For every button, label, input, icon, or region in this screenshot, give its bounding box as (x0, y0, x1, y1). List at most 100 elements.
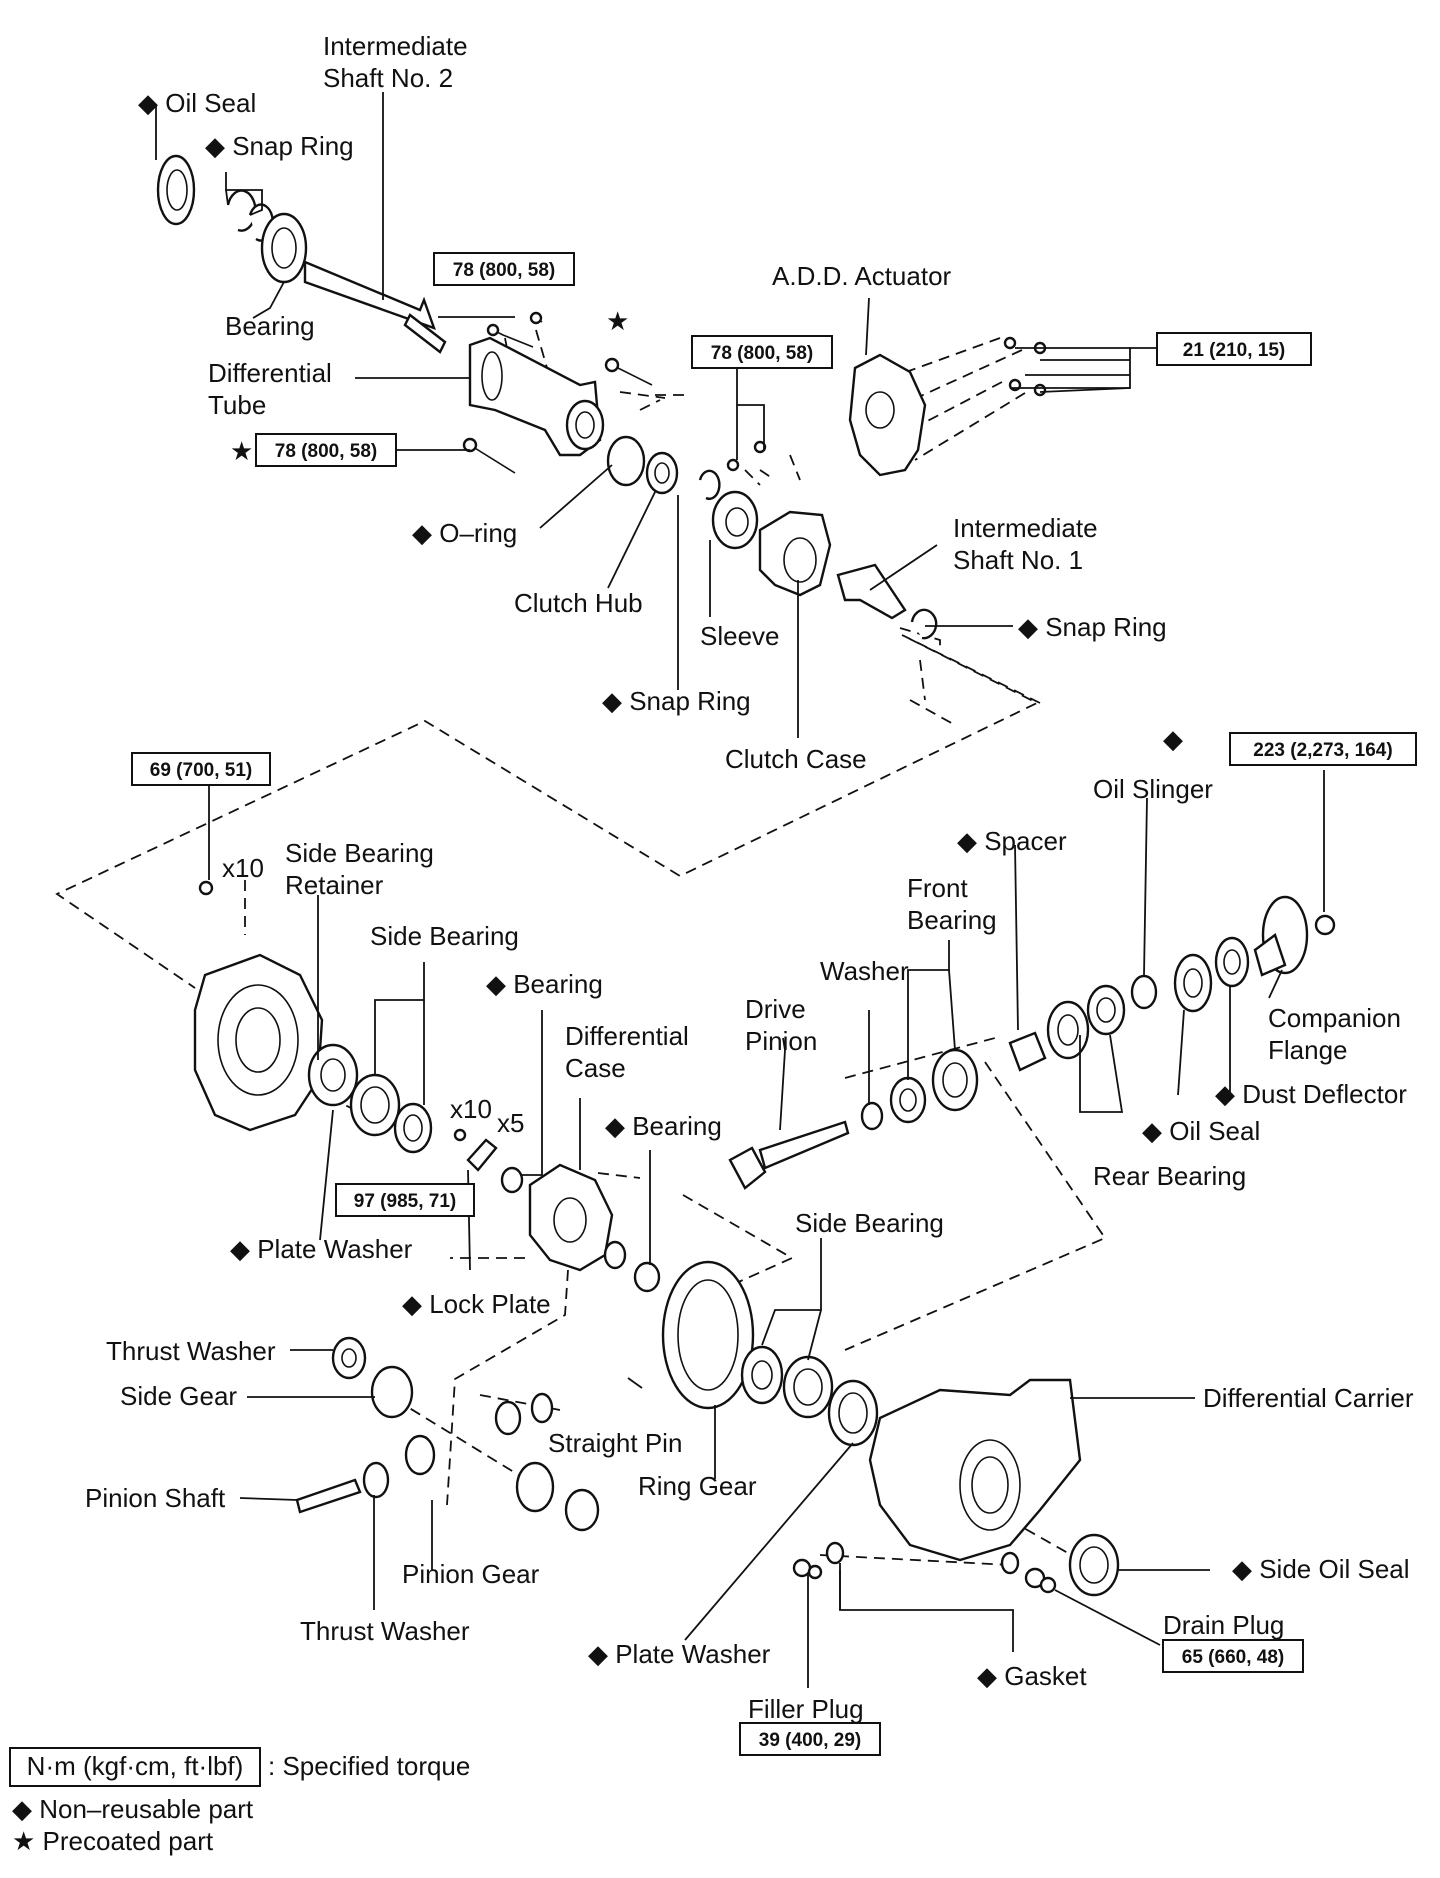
filler-plug-label: Filler Plug (748, 1694, 864, 1724)
legend-precoated: ★ Precoated part (12, 1826, 214, 1856)
torque-lock-plate-bolt-value: 97 (985, 71) (354, 1191, 456, 1212)
side-oil-seal-part (1068, 1533, 1120, 1597)
intermediate-shaft-1-label-line2: Shaft No. 1 (953, 545, 1083, 575)
spacer-part (1008, 1031, 1047, 1072)
bearing-top-label: Bearing (225, 311, 315, 341)
torque-retainer-bolt-value: 69 (700, 51) (150, 760, 252, 781)
side-bearing-retainer-label-line1: Side Bearing (285, 838, 434, 868)
snap-ring-right-label: ◆ Snap Ring (1018, 612, 1167, 642)
bearing-mid-label: ◆ Bearing (486, 969, 603, 999)
intermediate-shaft-2-label-line2: Shaft No. 2 (323, 63, 453, 93)
companion-flange-label-line1: Companion (1268, 1003, 1401, 1033)
side-bearing-lower-label: Side Bearing (795, 1208, 944, 1238)
straight-pin-label: Straight Pin (548, 1428, 682, 1458)
torque-box-tube-bolt-precoated: 78 (800, 58) (255, 433, 397, 467)
sleeve-label: Sleeve (700, 621, 780, 651)
non-reusable-diamond-icon: ◆ (1163, 724, 1183, 754)
plate-washer-bottom-part (827, 1379, 879, 1447)
washer-part (860, 1101, 884, 1131)
gasket-label: ◆ Gasket (977, 1661, 1087, 1691)
side-bearing-lower-part (740, 1345, 834, 1419)
drain-plug-part (1024, 1567, 1057, 1594)
sleeve-part (711, 490, 759, 550)
side-oil-seal-label: ◆ Side Oil Seal (1232, 1554, 1410, 1584)
rear-bearing-part (1046, 984, 1126, 1060)
legend-torque-desc: : Specified torque (268, 1751, 470, 1781)
o-ring-part (606, 435, 646, 487)
legend: N·m (kgf·cm, ft·lbf) : Specified torque … (9, 1747, 470, 1856)
front-bearing-label-line2: Bearing (907, 905, 997, 935)
qty-x5-label: x5 (497, 1108, 524, 1138)
plate-washer-left-label: ◆ Plate Washer (230, 1234, 413, 1264)
washer-label: Washer (820, 956, 909, 986)
gasket-part (1000, 1551, 1020, 1575)
differential-tube-label-line2: Tube (208, 390, 266, 420)
bearing-case-label: ◆ Bearing (605, 1111, 722, 1141)
torque-drain-plug-value: 65 (660, 48) (1182, 1647, 1284, 1668)
differential-tube-part (468, 336, 605, 457)
side-bearing-upper-part (349, 1073, 433, 1154)
oil-seal-right-label: ◆ Oil Seal (1142, 1116, 1260, 1146)
spacer-label: ◆ Spacer (957, 826, 1067, 856)
legend-non-reusable: ◆ Non–reusable part (12, 1794, 254, 1824)
bearing-case-part (633, 1261, 661, 1293)
o-ring-label: ◆ O–ring (412, 518, 517, 548)
torque-boxes: 78 (800, 58) 78 (800, 58) 78 (800, 58) 2… (131, 252, 1417, 1756)
differential-case-label-line2: Case (565, 1053, 626, 1083)
snap-ring-right-part (910, 609, 938, 640)
dust-deflector-part (1214, 936, 1250, 988)
plate-washer-bottom-label: ◆ Plate Washer (588, 1639, 771, 1669)
side-gear-label: Side Gear (120, 1381, 237, 1411)
symbols: ★ ★ ◆ (230, 306, 1183, 754)
drive-pinion-label-line2: Pinion (745, 1026, 817, 1056)
add-actuator-part (848, 353, 927, 477)
snap-ring-top-part (226, 189, 275, 242)
differential-carrier-label: Differential Carrier (1203, 1383, 1414, 1413)
snap-ring-mid-label: ◆ Snap Ring (602, 686, 751, 716)
ring-gear-part (661, 1260, 755, 1410)
intermediate-shaft-2-label-line1: Intermediate (323, 31, 468, 61)
oil-seal-top-part (156, 154, 196, 226)
pinion-gear-label: Pinion Gear (402, 1559, 540, 1589)
leader-lines (155, 92, 1325, 1688)
straight-pin-part (627, 1377, 643, 1389)
dust-deflector-label: ◆ Dust Deflector (1215, 1079, 1407, 1109)
precoated-star-icon: ★ (230, 436, 253, 466)
plate-washer-left-part (307, 1043, 359, 1107)
lock-plate-label: ◆ Lock Plate (402, 1289, 551, 1319)
precoated-star-icon: ★ (606, 306, 629, 336)
clutch-case-part (758, 510, 832, 597)
part-drawings (156, 154, 1336, 1597)
torque-box-lock-plate-bolt: 97 (985, 71) (335, 1183, 475, 1217)
companion-flange-label-line2: Flange (1268, 1035, 1348, 1065)
differential-case-label-line1: Differential (565, 1021, 689, 1051)
differential-carrier-part (868, 1378, 1082, 1562)
torque-actuator-bolt-value: 21 (210, 15) (1183, 340, 1285, 361)
thrust-washer-upper-label: Thrust Washer (106, 1336, 276, 1366)
front-bearing-label-line1: Front (907, 873, 968, 903)
qty-x10-mid-label: x10 (450, 1094, 492, 1124)
torque-box-companion-nut: 223 (2,273, 164) (1229, 732, 1417, 766)
oil-slinger-label: Oil Slinger (1093, 774, 1213, 804)
side-bearing-upper-label: Side Bearing (370, 921, 519, 951)
pinion-shaft-label: Pinion Shaft (85, 1483, 226, 1513)
ring-gear-label: Ring Gear (638, 1471, 757, 1501)
companion-flange-part (1253, 895, 1309, 977)
differential-internals-part (295, 1336, 600, 1532)
oil-seal-top-label: ◆ Oil Seal (138, 88, 256, 118)
intermediate-shaft-2-part (303, 260, 447, 354)
torque-filler-plug-value: 39 (400, 29) (759, 1730, 861, 1751)
bearing-top-part (260, 212, 308, 284)
oil-slinger-part (1130, 974, 1158, 1010)
labels: ◆ Oil Seal Intermediate Shaft No. 2 ◆ Sn… (85, 31, 1414, 1724)
lock-plate-part (466, 1138, 498, 1172)
torque-box-tube-bolt: 78 (800, 58) (433, 252, 575, 286)
assembly-dashed-lines (55, 329, 1107, 1566)
torque-box-retainer-bolt: 69 (700, 51) (131, 752, 271, 786)
intermediate-shaft-1-part (836, 563, 907, 620)
torque-box-clutch-case-bolt: 78 (800, 58) (691, 335, 833, 369)
drive-pinion-label-line1: Drive (745, 994, 806, 1024)
snap-ring-mid-part (698, 469, 721, 500)
torque-box-filler-plug: 39 (400, 29) (739, 1722, 881, 1756)
